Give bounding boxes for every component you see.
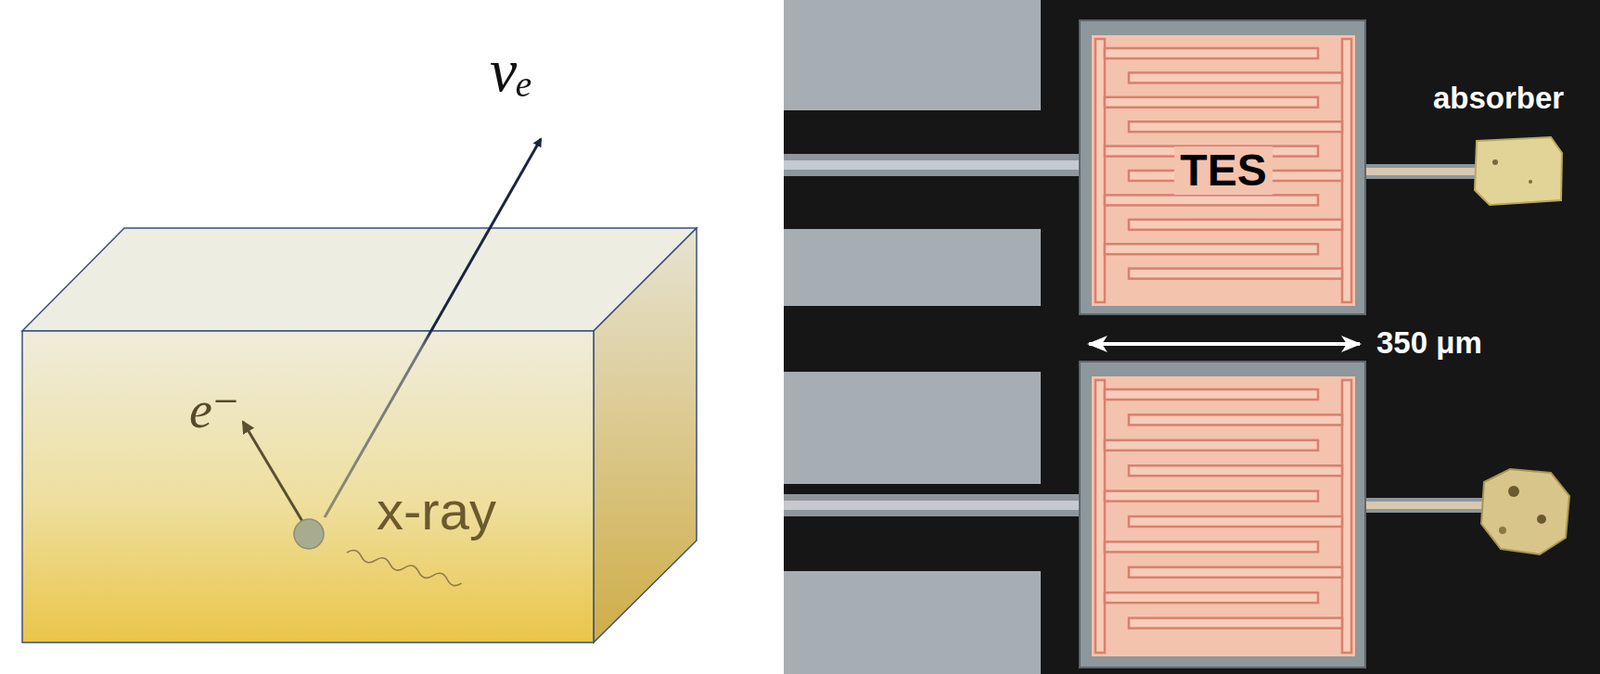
meander-finger (1104, 541, 1319, 552)
meander-finger (1104, 97, 1319, 108)
absorber-link (1365, 501, 1486, 510)
meander-finger (1342, 38, 1352, 303)
tes-film (1091, 35, 1356, 307)
meander-finger (1128, 567, 1343, 578)
absorber-blob (1481, 469, 1570, 555)
meander-finger (1128, 121, 1343, 132)
contact-pad (783, 571, 1041, 674)
meander-finger (1104, 48, 1319, 59)
contact-pad (783, 371, 1041, 485)
bias-wire (783, 160, 1083, 170)
bias-wire (783, 494, 1083, 517)
bias-wire (783, 153, 1083, 177)
meander-finger (1095, 380, 1105, 653)
meander-finger (1095, 38, 1105, 303)
meander-finger (1128, 516, 1343, 527)
x-ray-wave (345, 549, 463, 589)
bias-wire (783, 500, 1083, 511)
particle-label: x-ray (376, 481, 497, 541)
meander-finger (1128, 414, 1343, 425)
tes-frame (1079, 20, 1366, 315)
contact-pad (783, 229, 1041, 307)
block-front-face (22, 331, 594, 643)
electron-arrow (243, 422, 309, 533)
block-top-face (22, 228, 697, 332)
dimension-arrow (1088, 342, 1360, 346)
meander-finger (1128, 465, 1343, 476)
atom-dot (294, 519, 324, 550)
meander-finger (1128, 219, 1343, 231)
absorber-spot (1508, 486, 1520, 498)
dimension-label: 350 μm (1376, 326, 1483, 360)
meander-finger (1104, 194, 1319, 205)
particle-label: νₑ (489, 37, 534, 105)
meander-finger (1104, 440, 1319, 451)
tes-sensor: TES (1091, 35, 1356, 307)
meander-finger (1104, 243, 1319, 255)
tes-film (1091, 376, 1356, 657)
neutrino-arrow (324, 139, 541, 518)
meander-finger (1342, 380, 1352, 653)
absorber-link (1365, 498, 1486, 513)
tes-frame (1079, 361, 1366, 668)
meander-finger (1128, 72, 1343, 83)
absorber-spot (1536, 514, 1547, 525)
block-side-face (593, 228, 697, 643)
absorber-link (1365, 167, 1485, 176)
meander-finger (1104, 389, 1319, 400)
meander-finger (1104, 491, 1319, 502)
particle-label: e⁻ (189, 382, 240, 440)
contact-pad (783, 0, 1041, 111)
absorber-link (1365, 164, 1485, 180)
decay-block: e⁻ x-ray (22, 331, 594, 643)
absorber-spot (1528, 179, 1533, 184)
meander-finger (1128, 268, 1343, 280)
photo-background (783, 0, 1600, 674)
component-label: TES (1174, 146, 1272, 196)
meander-finger (1104, 592, 1319, 603)
component-label: absorber (1433, 81, 1564, 116)
absorber-spot (1498, 526, 1507, 535)
absorber-spot (1492, 159, 1498, 166)
absorber-blob (1474, 137, 1562, 205)
meander-finger (1128, 618, 1343, 629)
